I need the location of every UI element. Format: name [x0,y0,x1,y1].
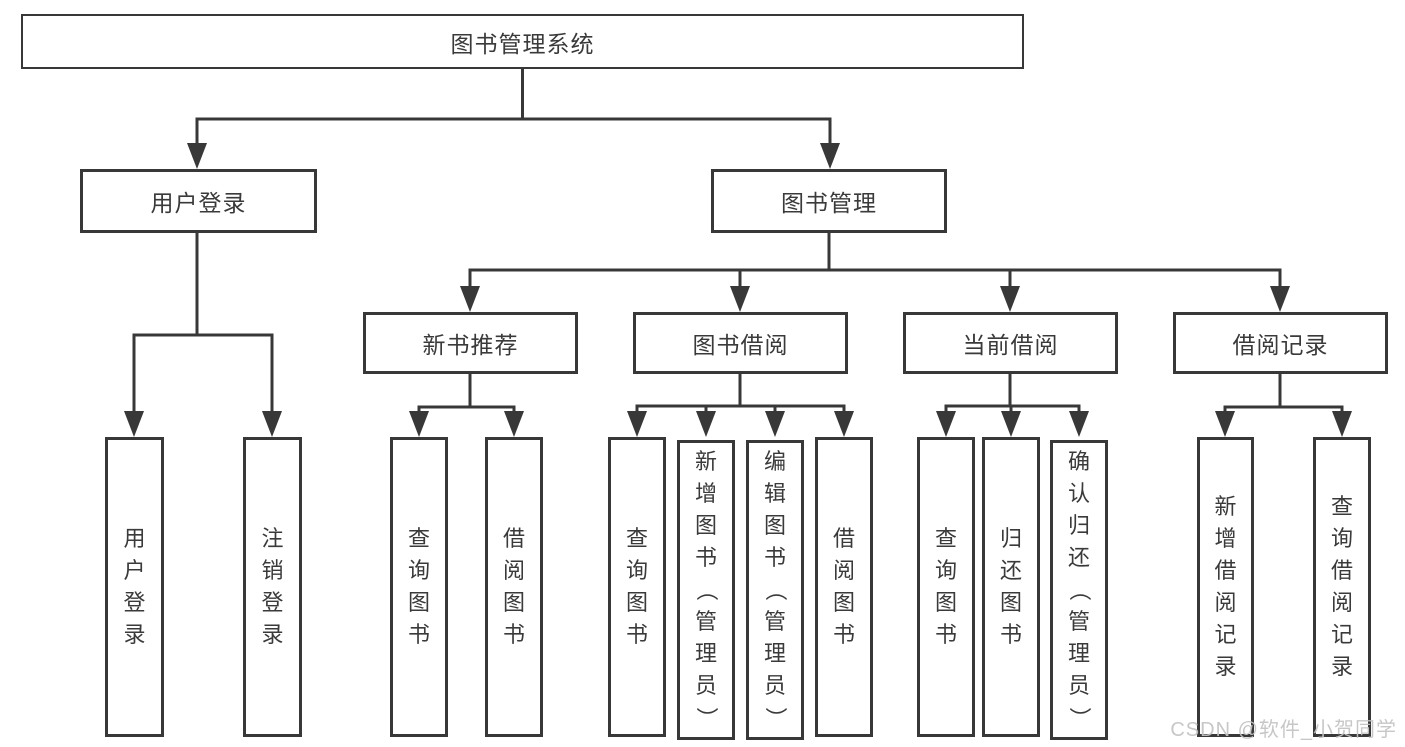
leaf-borrow-books-recommend: 借阅图书 [485,437,543,737]
leaf-confirm-return-admin: 确认归还（管理员） [1050,440,1108,740]
leaf-borrow-books: 借阅图书 [815,437,873,737]
node-borrowing-records: 借阅记录 [1173,312,1388,374]
node-library-system: 图书管理系统 [21,14,1024,69]
node-book-borrowing: 图书借阅 [633,312,848,374]
connector-path [132,69,1344,412]
node-new-book-recommendation: 新书推荐 [363,312,578,374]
leaf-edit-book-admin: 编辑图书（管理员） [746,440,804,740]
leaf-query-books-current: 查询图书 [917,437,975,737]
leaf-query-books-borrow: 查询图书 [608,437,666,737]
leaf-return-books: 归还图书 [982,437,1040,737]
watermark: CSDN @软件_小贺同学 [1170,719,1397,741]
leaf-add-book-admin: 新增图书（管理员） [677,440,735,740]
leaf-add-borrow-record: 新增借阅记录 [1197,437,1254,737]
leaf-user-login: 用户登录 [105,437,164,737]
node-current-borrowing: 当前借阅 [903,312,1118,374]
node-book-management: 图书管理 [711,169,947,233]
leaf-query-books-recommend: 查询图书 [390,437,448,737]
leaf-logout-login: 注销登录 [243,437,302,737]
node-user-login: 用户登录 [80,169,317,233]
leaf-query-borrow-record: 查询借阅记录 [1313,437,1371,737]
